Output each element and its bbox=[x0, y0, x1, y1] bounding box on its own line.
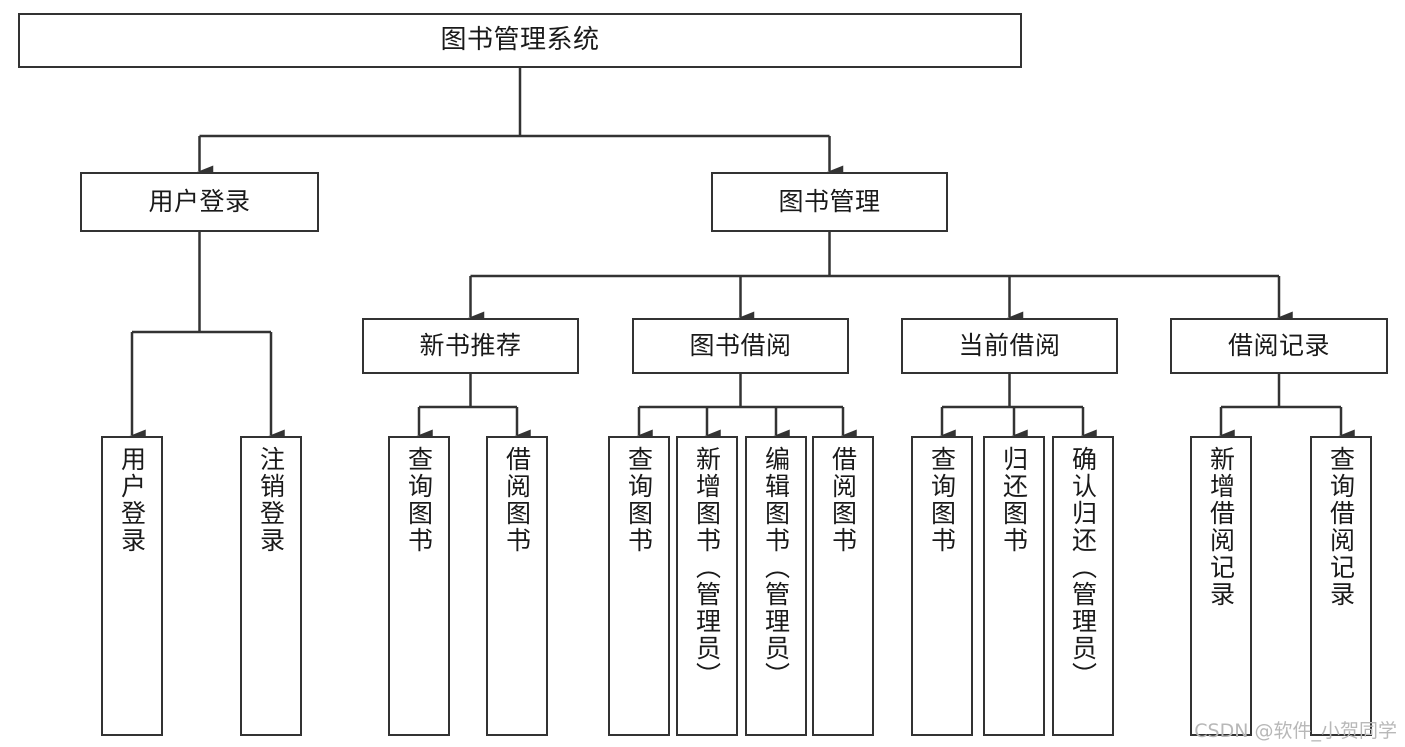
node-root[interactable]: 图书管理系统 bbox=[18, 13, 1022, 68]
node-leaf-query-borrow-record[interactable]: 查询借阅记录 bbox=[1310, 436, 1372, 736]
node-new-book-recommendation[interactable]: 新书推荐 bbox=[362, 318, 579, 374]
node-label-book-borrow: 图书借阅 bbox=[689, 331, 792, 361]
node-leaf-query-book-2[interactable]: 查询图书 bbox=[608, 436, 670, 736]
node-label-leaf-confirm-return: 确认归还（管理员） bbox=[1068, 446, 1098, 689]
node-leaf-borrow-book-2[interactable]: 借阅图书 bbox=[812, 436, 874, 736]
node-label-leaf-query-borrow-record: 查询借阅记录 bbox=[1326, 446, 1356, 608]
node-label-leaf-return-book: 归还图书 bbox=[999, 446, 1029, 554]
node-label-leaf-add-book: 新增图书（管理员） bbox=[692, 446, 722, 689]
edges bbox=[118, 68, 1355, 452]
node-label-new-book-recommendation: 新书推荐 bbox=[419, 331, 522, 361]
node-leaf-query-book-1[interactable]: 查询图书 bbox=[388, 436, 450, 736]
node-current-borrow[interactable]: 当前借阅 bbox=[901, 318, 1118, 374]
node-label-leaf-edit-book: 编辑图书（管理员） bbox=[761, 446, 791, 689]
node-leaf-add-book[interactable]: 新增图书（管理员） bbox=[676, 436, 738, 736]
node-book-manage[interactable]: 图书管理 bbox=[711, 172, 948, 232]
node-leaf-user-login[interactable]: 用户登录 bbox=[101, 436, 163, 736]
node-leaf-confirm-return[interactable]: 确认归还（管理员） bbox=[1052, 436, 1114, 736]
node-label-borrow-record: 借阅记录 bbox=[1227, 331, 1330, 361]
node-book-borrow[interactable]: 图书借阅 bbox=[632, 318, 849, 374]
node-label-leaf-borrow-book-2: 借阅图书 bbox=[828, 446, 858, 554]
csdn-watermark: CSDN @软件_小贺同学 bbox=[1194, 720, 1397, 742]
node-label-leaf-query-book-1: 查询图书 bbox=[404, 446, 434, 554]
node-leaf-edit-book[interactable]: 编辑图书（管理员） bbox=[745, 436, 807, 736]
node-label-current-borrow: 当前借阅 bbox=[958, 331, 1061, 361]
node-borrow-record[interactable]: 借阅记录 bbox=[1170, 318, 1388, 374]
node-leaf-add-borrow-record[interactable]: 新增借阅记录 bbox=[1190, 436, 1252, 736]
node-label-book-manage: 图书管理 bbox=[778, 187, 881, 217]
node-label-leaf-borrow-book-1: 借阅图书 bbox=[502, 446, 532, 554]
node-leaf-borrow-book-1[interactable]: 借阅图书 bbox=[486, 436, 548, 736]
node-label-leaf-user-login: 用户登录 bbox=[117, 446, 147, 554]
node-label-leaf-user-logout: 注销登录 bbox=[256, 446, 286, 554]
node-label-root: 图书管理系统 bbox=[440, 25, 600, 56]
node-label-leaf-query-book-3: 查询图书 bbox=[927, 446, 957, 554]
node-label-leaf-add-borrow-record: 新增借阅记录 bbox=[1206, 446, 1236, 608]
node-leaf-return-book[interactable]: 归还图书 bbox=[983, 436, 1045, 736]
node-leaf-user-logout[interactable]: 注销登录 bbox=[240, 436, 302, 736]
node-label-leaf-query-book-2: 查询图书 bbox=[624, 446, 654, 554]
node-label-user-login: 用户登录 bbox=[148, 187, 251, 217]
node-user-login[interactable]: 用户登录 bbox=[80, 172, 319, 232]
node-leaf-query-book-3[interactable]: 查询图书 bbox=[911, 436, 973, 736]
